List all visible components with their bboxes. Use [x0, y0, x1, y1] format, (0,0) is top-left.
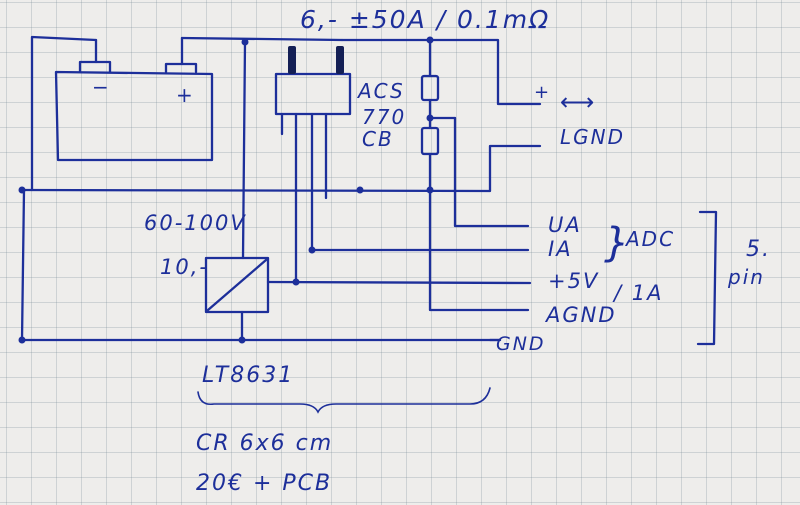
converter-price-label: 10,-	[160, 255, 209, 279]
board-size-label: CR 6x6 cm	[196, 431, 333, 456]
pin-label: pin	[727, 265, 765, 289]
gnd-label: GND	[496, 333, 546, 355]
size-brace	[197, 387, 491, 414]
adc-brace: }	[604, 220, 631, 266]
bidirectional-arrow-icon: ⟷	[560, 88, 596, 116]
resistor-bottom	[420, 126, 440, 156]
converter-part-label: LT8631	[202, 363, 294, 388]
junction-dots	[18, 36, 434, 344]
ia-label: IA	[548, 237, 573, 261]
total-cost-label: 20€ + PCB	[196, 471, 332, 496]
sensor-label-cb: CB	[362, 127, 394, 151]
lgnd-label: LGND	[560, 125, 625, 149]
input-voltage-label: 60-100V	[144, 211, 247, 235]
ua-label: UA	[548, 213, 582, 237]
resistor-top	[420, 74, 440, 102]
battery-symbol	[54, 36, 214, 162]
current-1a-label: / 1A	[612, 281, 663, 305]
pin-bracket	[696, 210, 718, 346]
sensor-label-acs: ACS	[356, 79, 405, 103]
current-sensor-symbol	[274, 46, 352, 136]
wiring	[20, 35, 542, 342]
shunt-spec-label: 6,- ±50A / 0.1mΩ	[300, 5, 550, 34]
pin-count-label: 5.	[746, 237, 771, 262]
agnd-label: AGND	[544, 303, 617, 327]
battery-plus-label: +	[176, 83, 195, 107]
converter-block	[204, 256, 270, 314]
battery-minus-label: −	[92, 75, 111, 99]
v5-label: +5V	[548, 269, 599, 293]
output-plus-label: +	[534, 82, 551, 103]
adc-label: ADC	[624, 227, 675, 251]
sensor-label-770: 770	[362, 105, 406, 129]
